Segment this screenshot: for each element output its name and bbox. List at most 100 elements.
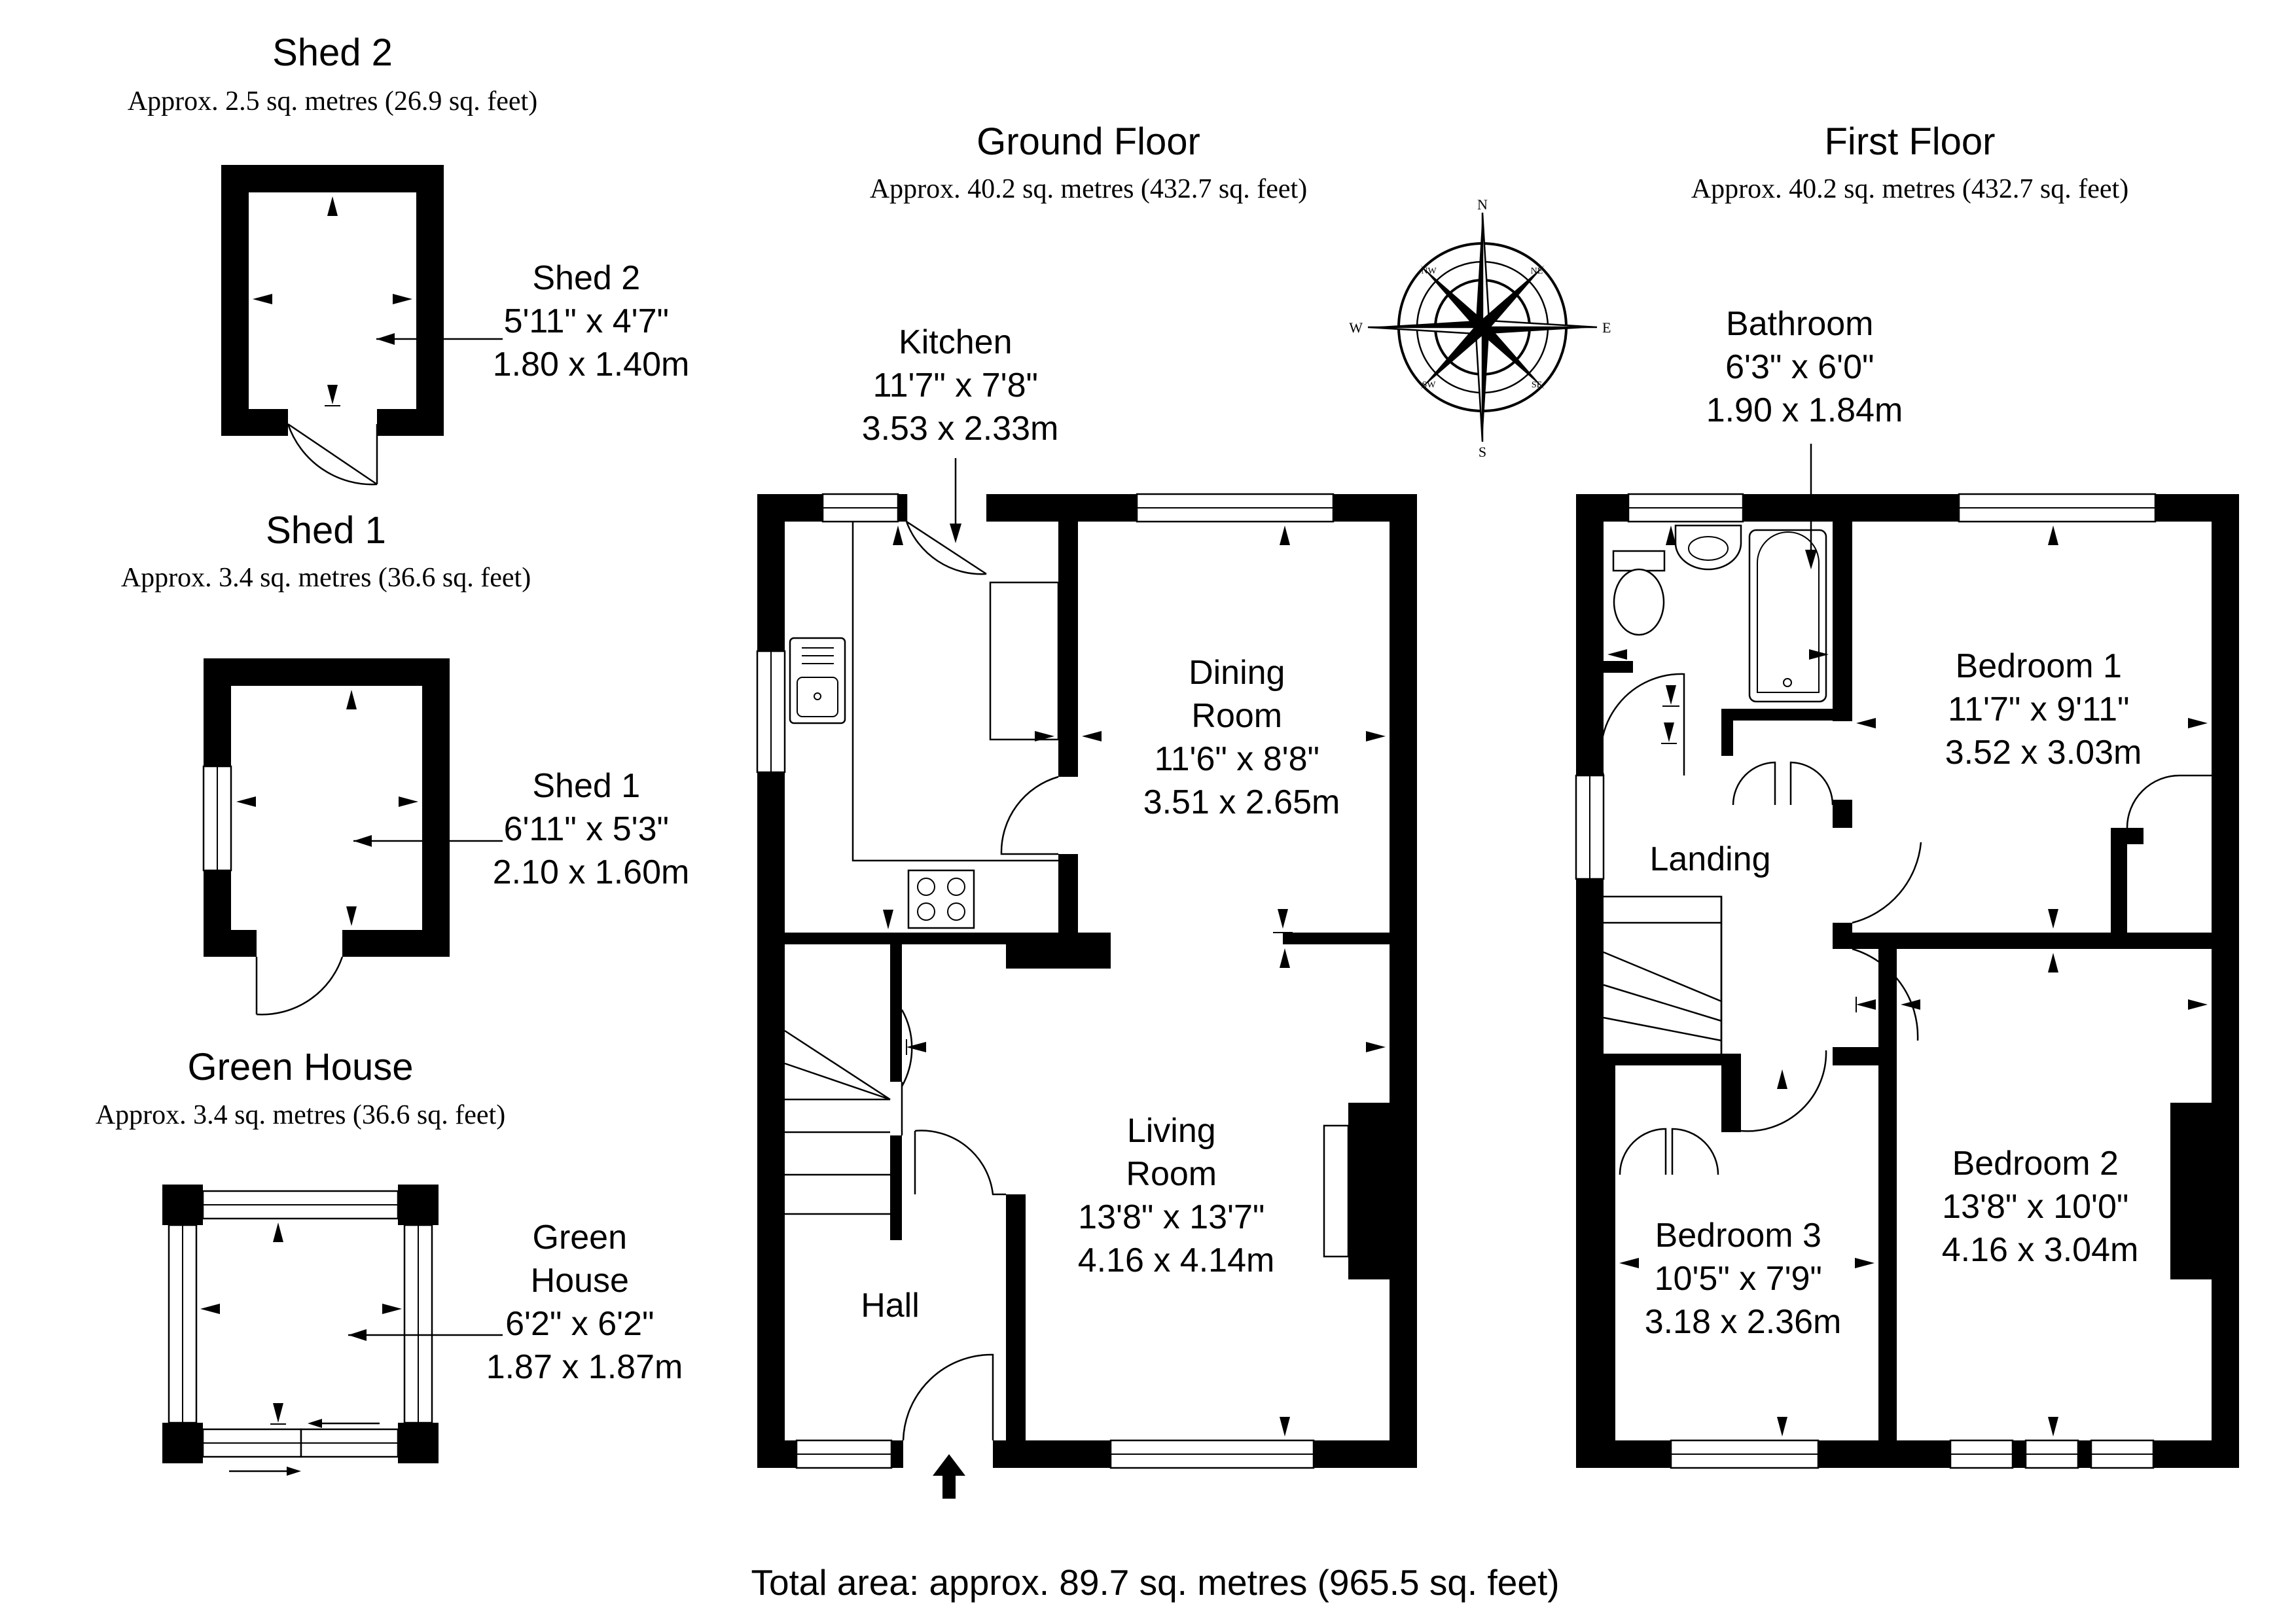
airing-cupboard-doors xyxy=(1732,761,1834,806)
exterior-wall xyxy=(1743,494,1959,522)
greenhouse-corner-post xyxy=(162,1423,203,1463)
dining-room-label: Dining Room 11'6" x 8'8" 3.51 x 2.65m xyxy=(1143,654,1340,821)
dimension-arrow xyxy=(2188,999,2208,1010)
kitchen-back-door xyxy=(905,494,987,575)
interior-wall xyxy=(2111,828,2144,844)
compass-point xyxy=(1481,212,1490,330)
bathroom-door xyxy=(1600,673,1685,776)
dimension-arrow xyxy=(346,906,357,926)
dimension-arrow xyxy=(1809,649,1829,660)
dimension-arrow xyxy=(1901,999,1920,1010)
ground-floor-area: Approx. 40.2 sq. metres (432.7 sq. feet) xyxy=(870,174,1307,204)
shed1-walls xyxy=(204,658,450,957)
exterior-wall xyxy=(1314,1440,1417,1468)
compass-ne: NE xyxy=(1531,266,1543,276)
first-floor-plan: Bathroom 6'3" x 6'0" 1.90 x 1.84m Bedroo… xyxy=(1575,305,2239,1469)
bedroom1-cupboard-door xyxy=(2126,774,2212,829)
compass-point xyxy=(1420,265,1489,334)
compass-rose-icon: N S E W NE NW SE SW xyxy=(1349,196,1611,460)
dimension-arrow xyxy=(1278,909,1288,929)
exterior-wall xyxy=(1818,1440,1950,1468)
shed2-area: Approx. 2.5 sq. metres (26.9 sq. feet) xyxy=(128,86,537,116)
greenhouse-title: Green House xyxy=(188,1046,414,1088)
hob-ring xyxy=(917,902,935,921)
dimension-arrow xyxy=(2188,718,2208,728)
shed2-label: Shed 2 5'11" x 4'7" 1.80 x 1.40m xyxy=(493,259,690,383)
first-floor-area: Approx. 40.2 sq. metres (432.7 sq. feet) xyxy=(1691,174,2128,204)
bedroom3-door xyxy=(1740,1050,1827,1132)
shed2-door-swing xyxy=(287,423,378,486)
dimension-arrow xyxy=(1855,1258,1874,1268)
leader-arrow xyxy=(1805,550,1817,569)
compass-point xyxy=(1480,265,1545,329)
dimension-arrow xyxy=(2048,953,2058,972)
compass-point xyxy=(1420,325,1484,389)
washbasin xyxy=(1674,524,1742,571)
dimension-arrow xyxy=(327,385,338,404)
bedroom2-door xyxy=(1852,948,1919,1041)
interior-wall xyxy=(1878,1047,1897,1440)
dimension-arrow xyxy=(1666,685,1676,705)
exterior-wall xyxy=(757,1440,797,1468)
interior-wall xyxy=(1833,800,1852,828)
bedroom1-door xyxy=(1852,842,1922,924)
dimension-arrow xyxy=(1856,718,1876,728)
sliding-door-arrowhead xyxy=(287,1467,301,1476)
leader-arrow xyxy=(353,835,372,847)
dimension-arrow xyxy=(2048,909,2058,929)
hob xyxy=(907,869,975,929)
dimension-arrow xyxy=(1607,649,1627,660)
dimension-arrow xyxy=(1280,1417,1290,1436)
dimension-arrow xyxy=(1035,731,1054,741)
hob-ring xyxy=(947,902,965,921)
greenhouse-label: Green House 6'2" x 6'2" 1.87 x 1.87m xyxy=(486,1219,683,1386)
dimension-arrow xyxy=(883,910,893,929)
ground-floor-stairs xyxy=(784,1029,891,1215)
exterior-wall xyxy=(2078,1440,2091,1468)
shed2-walls xyxy=(221,165,444,436)
compass-north: N xyxy=(1477,196,1488,213)
dimension-arrow xyxy=(236,796,256,807)
dimension-arrow xyxy=(2048,526,2058,545)
compass-point xyxy=(1368,321,1482,327)
bath-basin xyxy=(1757,531,1820,693)
compass-point xyxy=(1367,326,1485,335)
bath-drain xyxy=(1783,678,1792,687)
shed2-title: Shed 2 xyxy=(272,31,393,74)
dimension-arrow xyxy=(893,526,903,545)
sink-bowl xyxy=(797,677,838,717)
exterior-wall xyxy=(993,1440,1111,1468)
first-floor-title: First Floor xyxy=(1825,120,1996,163)
exterior-wall xyxy=(1576,879,1604,1468)
hall-label: Hall xyxy=(861,1287,920,1325)
compass-south: S xyxy=(1479,444,1486,460)
dimension-arrow xyxy=(1777,1069,1787,1089)
interior-wall xyxy=(1852,933,2212,949)
shed1-area: Approx. 3.4 sq. metres (36.6 sq. feet) xyxy=(121,563,531,593)
interior-wall xyxy=(1833,1047,1878,1065)
exterior-wall xyxy=(1576,1440,1671,1468)
greenhouse-corner-post xyxy=(398,1185,439,1225)
interior-wall xyxy=(1604,1054,1741,1065)
front-door xyxy=(902,1353,994,1441)
dimension-arrow xyxy=(2048,1417,2058,1436)
dimension-arrow xyxy=(1082,731,1102,741)
dimension-arrow xyxy=(399,796,418,807)
hob-ring xyxy=(947,878,965,896)
interior-wall xyxy=(1283,933,1390,944)
interior-wall xyxy=(890,944,902,1082)
leader-arrow xyxy=(376,333,395,345)
shed2-door xyxy=(287,423,378,486)
dimension-arrow xyxy=(346,690,357,709)
bedroom1-label: Bedroom 1 11'7" x 9'11" 3.52 x 3.03m xyxy=(1945,647,2142,772)
interior-wall xyxy=(890,1135,902,1240)
living-door xyxy=(914,1130,1006,1196)
dimension-arrow xyxy=(1856,999,1876,1010)
shed1-door xyxy=(255,956,344,1016)
dimension-arrow xyxy=(1619,1258,1639,1268)
bathroom-label: Bathroom 6'3" x 6'0" 1.90 x 1.84m xyxy=(1706,305,1903,429)
dimension-arrow xyxy=(253,294,272,304)
greenhouse-corner-post xyxy=(398,1423,439,1463)
interior-wall xyxy=(1721,1054,1741,1132)
bath xyxy=(1748,529,1827,703)
